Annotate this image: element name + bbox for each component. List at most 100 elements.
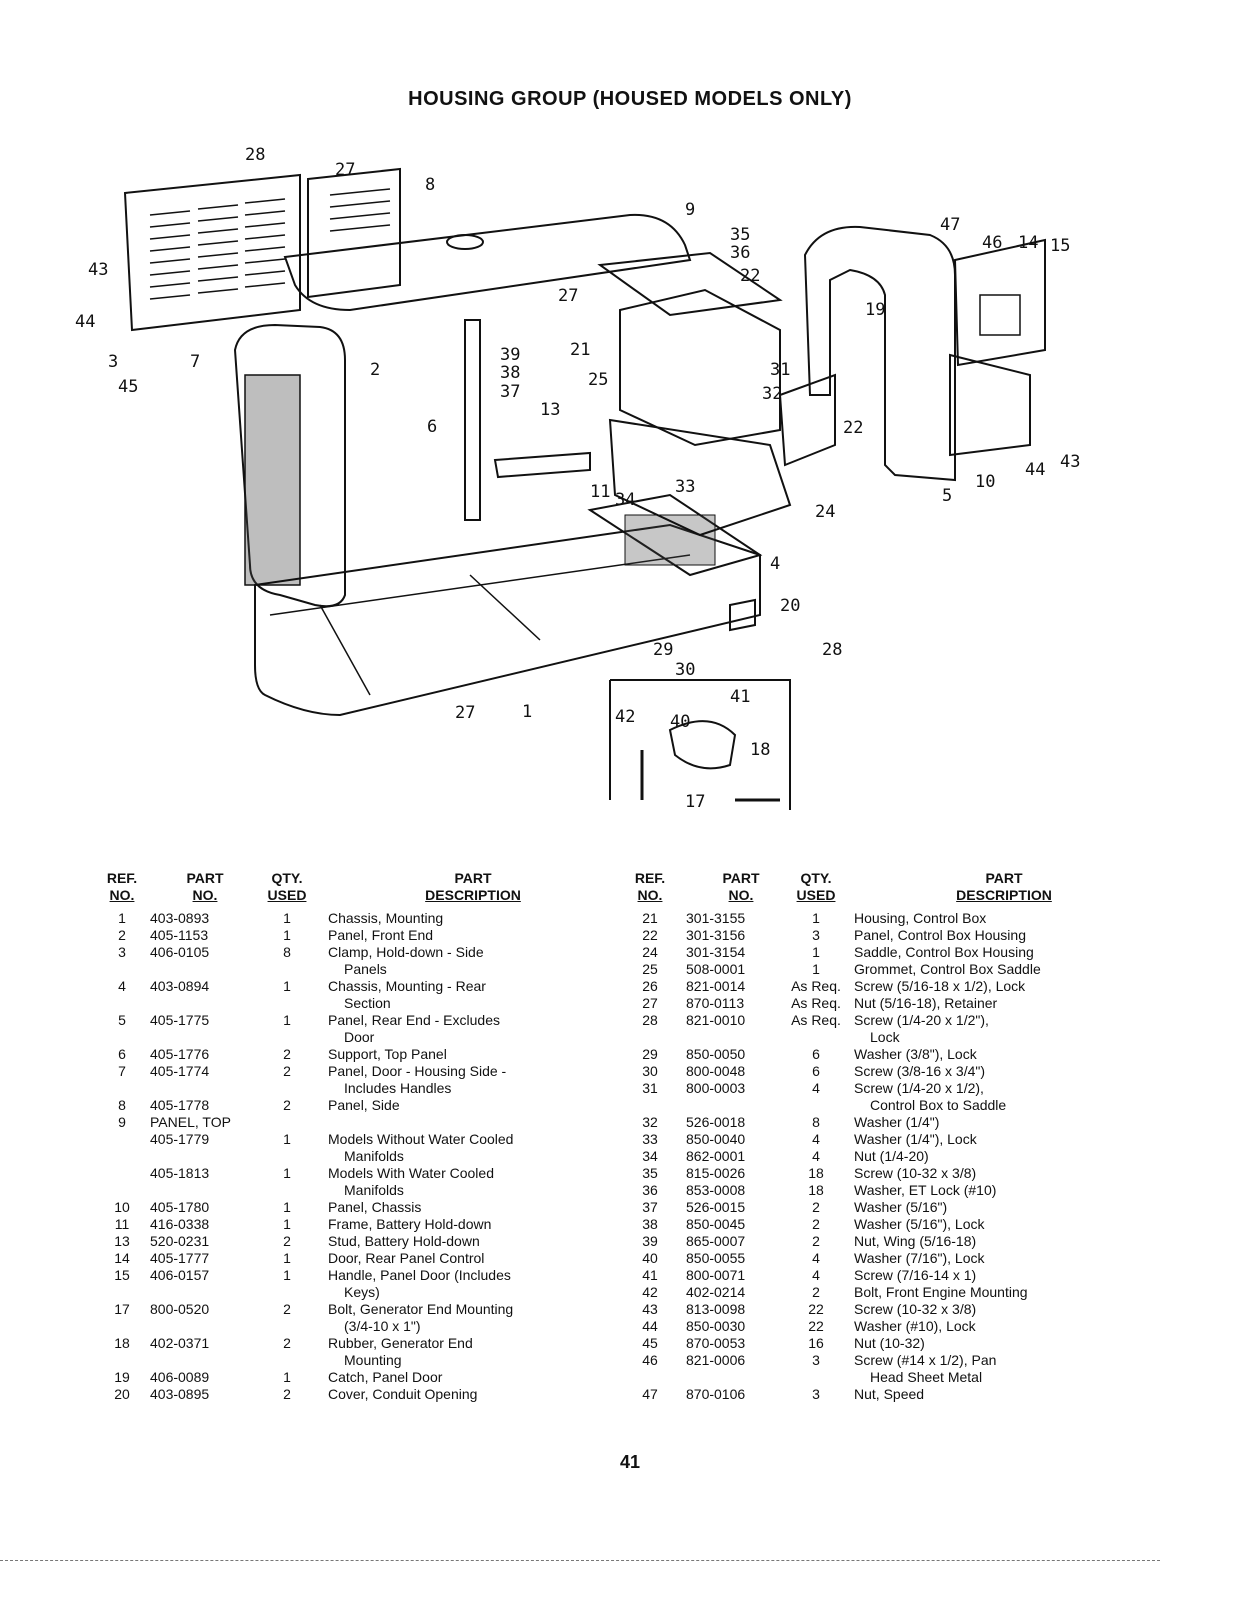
part-no: 821-0010 xyxy=(686,1012,746,1028)
header-desc: PART xyxy=(454,870,492,886)
part-description: Bolt, Front Engine Mounting xyxy=(854,1284,1154,1301)
qty-used: 1 xyxy=(812,910,820,926)
qty-used: 2 xyxy=(283,1063,291,1079)
callout: 15 xyxy=(1050,236,1070,256)
callout: 21 xyxy=(570,340,590,360)
callout: 22 xyxy=(740,266,760,286)
part-no: 850-0050 xyxy=(686,1046,746,1062)
description-line: Screw (5/16-18 x 1/2), Lock xyxy=(854,978,1026,994)
part-description: Nut, Wing (5/16-18) xyxy=(854,1233,1154,1250)
qty-used: 1 xyxy=(283,1250,291,1266)
description-line: Handle, Panel Door (Includes xyxy=(328,1267,511,1283)
callout: 28 xyxy=(245,145,265,165)
qty-used: 1 xyxy=(283,1199,291,1215)
description-line: Screw (#14 x 1/2), Pan xyxy=(854,1352,997,1368)
callout: 5 xyxy=(942,486,952,506)
ref-no: 21 xyxy=(642,910,658,926)
part-no: 402-0371 xyxy=(150,1335,210,1351)
part-description: Screw (5/16-18 x 1/2), Lock xyxy=(854,978,1154,995)
callout: 7 xyxy=(190,352,200,372)
part-description: Washer (5/16"), Lock xyxy=(854,1216,1154,1233)
ref-no: 17 xyxy=(114,1301,130,1317)
part-description: Screw (10-32 x 3/8) xyxy=(854,1301,1154,1318)
description-line: Section xyxy=(344,995,391,1011)
qty-used: 6 xyxy=(812,1046,820,1062)
rear-end-panel xyxy=(803,225,956,482)
header-desc: PART xyxy=(985,870,1023,886)
callout: 28 xyxy=(822,640,842,660)
part-no: 800-0520 xyxy=(150,1301,210,1317)
ref-no: 34 xyxy=(642,1148,658,1164)
part-description: Screw (1/4-20 x 1/2"),Lock xyxy=(854,1012,1154,1046)
rear-chassis-section xyxy=(587,493,763,577)
part-no: 405-1780 xyxy=(150,1199,210,1215)
part-description: Washer (1/4") xyxy=(854,1114,1154,1131)
ref-no: 30 xyxy=(642,1063,658,1079)
ref-no: 41 xyxy=(642,1267,658,1283)
callout: 24 xyxy=(815,502,835,522)
description-line: Grommet, Control Box Saddle xyxy=(854,961,1041,977)
ref-no: 2 xyxy=(118,927,126,943)
callout: 44 xyxy=(1025,460,1045,480)
side-door-panel xyxy=(123,173,301,332)
description-line: Stud, Battery Hold-down xyxy=(328,1233,480,1249)
part-no: 813-0098 xyxy=(686,1301,746,1317)
ref-no: 45 xyxy=(642,1335,658,1351)
footer-rule xyxy=(0,1560,1160,1561)
qty-used: 4 xyxy=(812,1267,820,1283)
part-description: Panel, Chassis xyxy=(328,1199,618,1216)
part-no: 865-0007 xyxy=(686,1233,746,1249)
description-line: Door xyxy=(344,1029,375,1045)
qty-used: 1 xyxy=(283,910,291,926)
description-line: Panel, Rear End - Excludes xyxy=(328,1012,500,1028)
part-no: 403-0893 xyxy=(150,910,210,926)
ref-no: 13 xyxy=(114,1233,130,1249)
part-description: Washer (7/16"), Lock xyxy=(854,1250,1154,1267)
callout: 40 xyxy=(670,712,690,732)
qty-used: 8 xyxy=(283,944,291,960)
ref-no: 43 xyxy=(642,1301,658,1317)
description-line: Panel, Door - Housing Side - xyxy=(328,1063,507,1079)
description-line: Manifolds xyxy=(344,1148,404,1164)
part-description: Support, Top Panel xyxy=(328,1046,618,1063)
part-description: Screw (7/16-14 x 1) xyxy=(854,1267,1154,1284)
part-description: Nut, Speed xyxy=(854,1386,1154,1403)
callout: 36 xyxy=(730,243,750,263)
description-line: Clamp, Hold-down - Side xyxy=(328,944,484,960)
part-description: Panel, Side xyxy=(328,1097,618,1114)
description-line: Nut, Wing (5/16-18) xyxy=(854,1233,977,1249)
description-line: Panel, Side xyxy=(328,1097,400,1113)
callout: 11 xyxy=(590,482,610,502)
description-line: Door, Rear Panel Control xyxy=(328,1250,485,1266)
description-line: Saddle, Control Box Housing xyxy=(854,944,1034,960)
header-qty: QTY. xyxy=(271,870,303,886)
part-description: Nut (5/16-18), Retainer xyxy=(854,995,1154,1012)
ref-no: 29 xyxy=(642,1046,658,1062)
description-line: Lock xyxy=(870,1029,900,1045)
callout: 32 xyxy=(762,384,782,404)
qty-used: 2 xyxy=(283,1097,291,1113)
part-no: 800-0003 xyxy=(686,1080,746,1096)
description-line: Cover, Conduit Opening xyxy=(328,1386,478,1402)
part-no: 870-0053 xyxy=(686,1335,746,1351)
part-no: 301-3156 xyxy=(686,927,746,943)
ref-no: 3 xyxy=(118,944,126,960)
qty-used: 22 xyxy=(808,1301,824,1317)
qty-used: 4 xyxy=(812,1250,820,1266)
